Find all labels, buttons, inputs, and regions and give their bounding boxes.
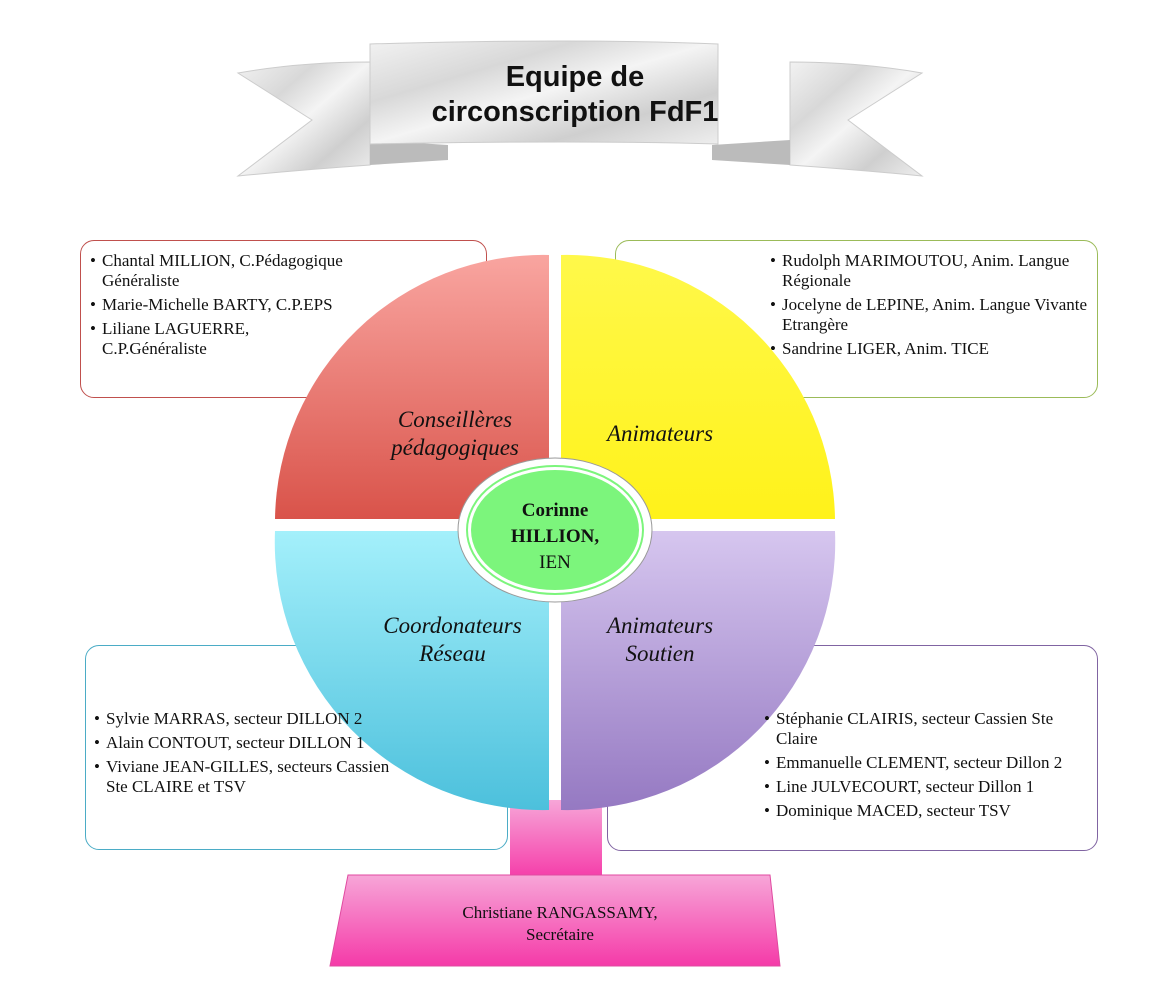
quadrant-coordonateurs [274,531,549,811]
animateurs-soutien-list: Stéphanie CLAIRIS, secteur Cassien Ste C… [764,709,1094,825]
list-item: Stéphanie CLAIRIS, secteur Cassien Ste C… [764,709,1094,749]
list-item: Alain CONTOUT, secteur DILLON 1 [94,733,394,753]
coordonateurs-list: Sylvie MARRAS, secteur DILLON 2 Alain CO… [94,709,394,801]
quadrant-animateurs-soutien [561,531,836,811]
conseilleres-list: Chantal MILLION, C.Pédagogique Généralis… [90,251,350,363]
page-title: Equipe de circonscription FdF1 [400,60,750,130]
list-item: Sylvie MARRAS, secteur DILLON 2 [94,709,394,729]
quadrant-animateurs [561,254,835,519]
secretary-name: Christiane RANGASSAMY, [462,903,658,922]
pie-quadrants [274,254,836,811]
label-animateurs: Animateurs [606,421,714,446]
secretary-role: Secrétaire [526,925,594,944]
list-item: Chantal MILLION, C.Pédagogique Généralis… [90,251,350,291]
list-item: Rudolph MARIMOUTOU, Anim. Langue Régiona… [770,251,1090,291]
list-item: Marie-Michelle BARTY, C.P.EPS [90,295,350,315]
center-ellipse [471,470,639,590]
title-line-2: circonscription FdF1 [431,96,719,128]
list-item: Jocelyne de LEPINE, Anim. Langue Vivante… [770,295,1090,335]
title-banner [236,40,924,177]
secretary-label: Christiane RANGASSAMY, Secrétaire [380,902,740,946]
ien-first-name: Corinne [521,500,589,521]
ien-role: IEN [539,552,571,573]
list-item: Sandrine LIGER, Anim. TICE [770,339,1090,359]
list-item: Dominique MACED, secteur TSV [764,801,1094,821]
ien-last-name: HILLION, [510,526,600,547]
ien-label: Corinne HILLION, IEN [470,498,640,576]
list-item: Liliane LAGUERRE, C.P.Généraliste [90,319,350,359]
animateurs-list: Rudolph MARIMOUTOU, Anim. Langue Régiona… [770,251,1090,363]
list-item: Line JULVECOURT, secteur Dillon 1 [764,777,1094,797]
title-line-1: Equipe de [505,61,645,93]
list-item: Emmanuelle CLEMENT, secteur Dillon 2 [764,753,1094,773]
list-item: Viviane JEAN-GILLES, secteurs Cassien St… [94,757,394,797]
quadrant-conseilleres [275,254,549,519]
